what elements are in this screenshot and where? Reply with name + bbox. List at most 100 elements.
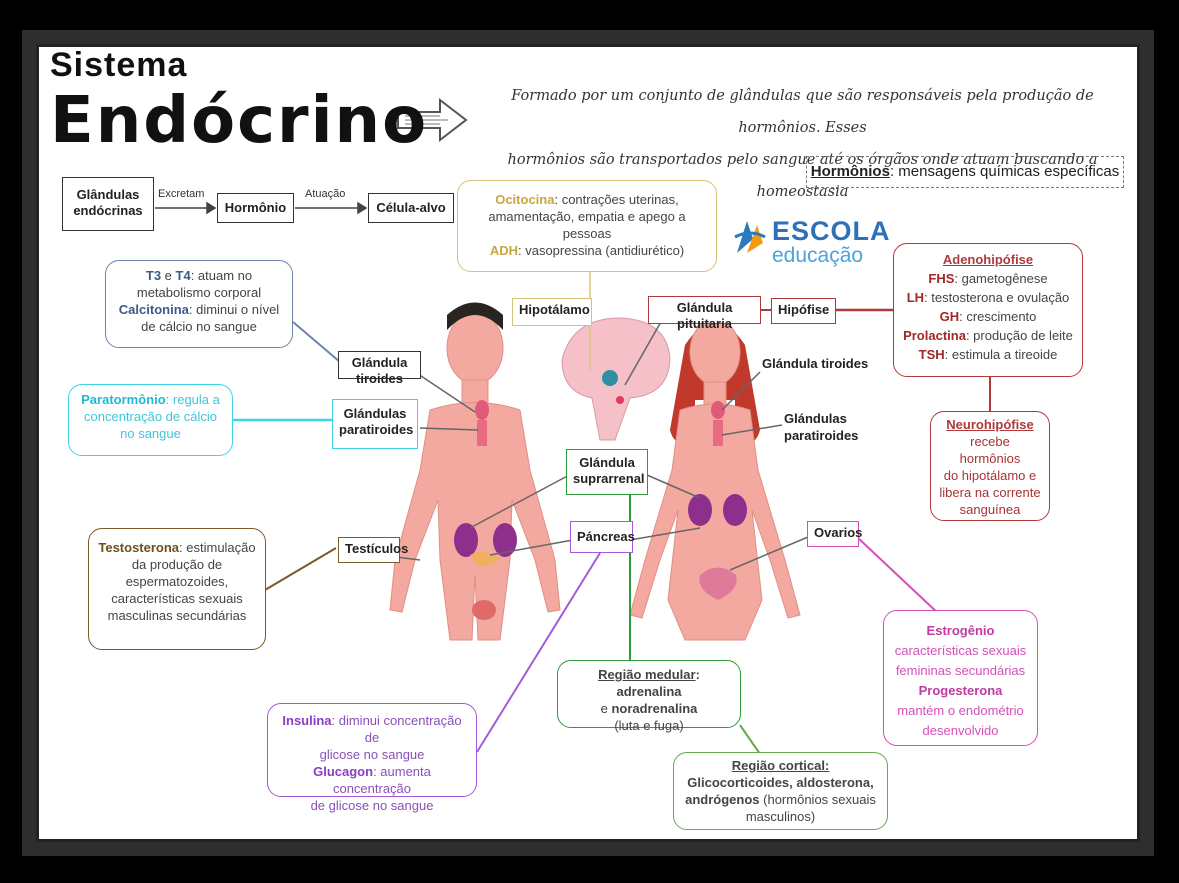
- logo-line2: educação: [772, 244, 863, 268]
- label-paratiroides-female: Glándulas paratiroides: [784, 410, 858, 444]
- label-hipotalamo: Hipotálamo: [512, 298, 592, 326]
- t4-term: T4: [176, 268, 191, 283]
- tsh-term: TSH: [919, 347, 945, 362]
- prolactina-term: Prolactina: [903, 328, 966, 343]
- gh-text: : crescimento: [959, 309, 1036, 324]
- flow-box-celula: Célula-alvo: [368, 193, 454, 223]
- description-line1: Formado por um conjunto de glândulas que…: [470, 80, 1135, 144]
- fhs-text: : gametogênese: [954, 271, 1047, 286]
- androgenos-term: andrógenos: [685, 792, 759, 807]
- insulina-term: Insulina: [282, 713, 331, 728]
- adh-text: : vasopressina (antidiurético): [518, 243, 684, 258]
- testosterona-text4: características sexuais: [97, 590, 257, 607]
- label-ovarios: Ovarios: [807, 521, 859, 547]
- flow-box-hormonio: Hormônio: [217, 193, 294, 223]
- estrogenio-term: Estrogênio: [892, 621, 1029, 641]
- box-adenohipofise: Adenohipófise FHS: gametogênese LH: test…: [893, 243, 1083, 377]
- paratormonio-text3: no sangue: [77, 425, 224, 442]
- lh-term: LH: [907, 290, 924, 305]
- logo-line1: ESCOLA: [772, 216, 891, 247]
- label-suprarrenal: Glándula suprarrenal: [566, 449, 648, 495]
- estrogenio-text2: femininas secundárias: [892, 661, 1029, 681]
- adeno-title: Adenohipófise: [902, 250, 1074, 269]
- label-pituitaria: Glándula pituitaria: [648, 296, 761, 324]
- cortical-text3: (hormônios sexuais: [760, 792, 876, 807]
- box-regiao-cortical: Região cortical: Glicocorticoides, aldos…: [673, 752, 888, 830]
- calcitonina-text: : diminui o nível: [189, 302, 279, 317]
- neuro-title: Neurohipófise: [939, 416, 1041, 433]
- flow-arrow2-label: Atuação: [305, 188, 345, 200]
- tsh-text: : estimula a tireoide: [945, 347, 1058, 362]
- cortical-text4: masculinos): [682, 808, 879, 825]
- hormones-term: Hormônios: [811, 163, 890, 180]
- ocitocina-text1: : contrações uterinas,: [554, 192, 678, 207]
- noradrenalina-term: noradrenalina: [611, 701, 697, 716]
- paratormonio-text2: concentração de cálcio: [77, 408, 224, 425]
- neuro-text1: recebe hormônios: [939, 433, 1041, 467]
- insulina-text4: de glicose no sangue: [276, 797, 468, 814]
- label-tiroides-male: Glándula tiroides: [338, 351, 421, 379]
- ocitocina-term: Ocitocina: [495, 192, 554, 207]
- neuro-text4: sanguínea: [939, 501, 1041, 518]
- label-tiroides-female: Glándula tiroides: [762, 355, 868, 372]
- flow-box1-line1: Glândulas: [69, 187, 147, 203]
- neuro-text3: libera na corrente: [939, 484, 1041, 501]
- box-testosterona: Testosterona: estimulação da produção de…: [88, 528, 266, 650]
- hormones-text: : mensagens químicas específicas: [890, 163, 1119, 180]
- hormones-definition: Hormônios: mensagens químicas específica…: [806, 156, 1124, 188]
- brain-image: [562, 318, 670, 440]
- estrogenio-text1: características sexuais: [892, 641, 1029, 661]
- t3t4-text1: : atuam no: [191, 268, 252, 283]
- box-estrogenio: Estrogênio características sexuais femin…: [883, 610, 1038, 746]
- label-paratiroides-male: Glándulas paratiroides: [332, 399, 418, 449]
- glucagon-term: Glucagon: [313, 764, 373, 779]
- paratormonio-text1: : regula a: [166, 392, 220, 407]
- flow-box-glandulas: Glândulas endócrinas: [62, 177, 154, 231]
- box-ocitocina: Ocitocina: contrações uterinas, amamenta…: [457, 180, 717, 272]
- cortical-term2: Glicocorticoides, aldosterona,: [682, 774, 879, 791]
- ocitocina-text2: amamentação, empatia e apego a pessoas: [466, 208, 708, 242]
- medular-term: Região medular: [598, 667, 696, 682]
- calcitonina-term: Calcitonina: [119, 302, 189, 317]
- prolactina-text: : produção de leite: [966, 328, 1073, 343]
- paratiroides-male-line1: Glándulas: [339, 406, 411, 422]
- t3t4-text2: metabolismo corporal: [114, 284, 284, 301]
- insulina-text1: : diminui concentração de: [332, 713, 462, 745]
- box-insulina: Insulina: diminui concentração de glicos…: [267, 703, 477, 797]
- cortical-term: Região cortical:: [682, 757, 879, 774]
- label-testiculos: Testículos: [338, 537, 400, 563]
- box-t3-t4: T3 e T4: atuam no metabolismo corporal C…: [105, 260, 293, 348]
- escola-logo-icon: [733, 217, 767, 257]
- t3t4-text4: de cálcio no sangue: [114, 318, 284, 335]
- testosterona-text3: espermatozoides,: [97, 573, 257, 590]
- medular-text3: (luta e fuga): [566, 717, 732, 734]
- adh-term: ADH: [490, 243, 518, 258]
- paratiroides-female-line1: Glándulas: [784, 410, 858, 427]
- estrogenio-text4: desenvolvido: [892, 721, 1029, 741]
- testosterona-text1: : estimulação: [179, 540, 256, 555]
- gh-term: GH: [940, 309, 960, 324]
- label-hipofise: Hipófise: [771, 298, 836, 324]
- t3-term: T3: [146, 268, 161, 283]
- title-line2: Endócrino: [50, 84, 428, 158]
- box-neurohipofise: Neurohipófise recebe hormônios do hipotá…: [930, 411, 1050, 521]
- t3t4-e: e: [161, 268, 175, 283]
- testosterona-term: Testosterona: [98, 540, 179, 555]
- progesterona-text: mantém o endométrio: [892, 701, 1029, 721]
- label-pancreas: Páncreas: [570, 521, 633, 553]
- testosterona-text2: da produção de: [97, 556, 257, 573]
- paratiroides-female-line2: paratiroides: [784, 427, 858, 444]
- neuro-text2: do hipotálamo e: [939, 467, 1041, 484]
- lh-text: : testosterona e ovulação: [924, 290, 1069, 305]
- insulina-text2: glicose no sangue: [276, 746, 468, 763]
- progesterona-term: Progesterona: [892, 681, 1029, 701]
- paratiroides-male-line2: paratiroides: [339, 422, 411, 438]
- suprarrenal-line2: suprarrenal: [573, 471, 641, 487]
- testosterona-text5: masculinas secundárias: [97, 607, 257, 624]
- paratormonio-term: Paratormônio: [81, 392, 166, 407]
- flow-box1-line2: endócrinas: [69, 203, 147, 219]
- box-paratormonio: Paratormônio: regula a concentração de c…: [68, 384, 233, 456]
- title-line1: Sistema: [50, 46, 187, 85]
- medular-e: e: [601, 701, 612, 716]
- flow-arrow1-label: Excretam: [158, 188, 204, 200]
